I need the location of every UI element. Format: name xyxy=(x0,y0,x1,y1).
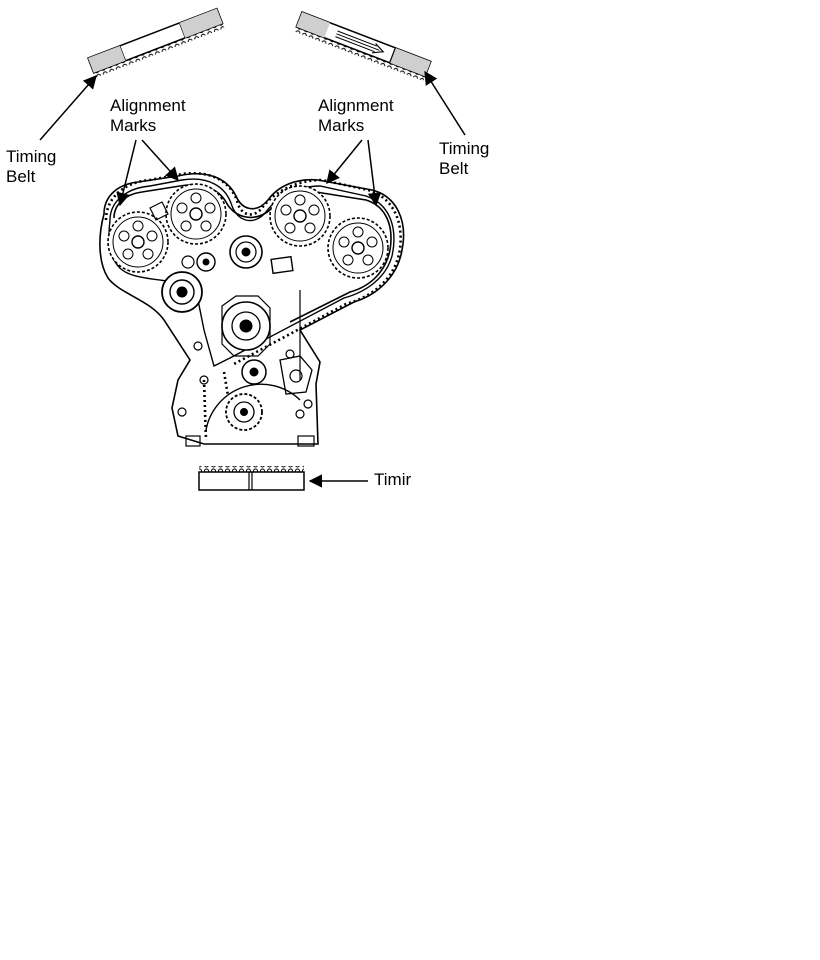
arrow-alignment-right-a xyxy=(326,139,363,185)
crankshaft-sprocket xyxy=(202,371,301,441)
timing-belt-label-right-line2: Belt xyxy=(439,159,469,178)
arrow-timing-belt-left xyxy=(39,74,97,141)
camshaft-sprocket-left-outer xyxy=(107,211,169,273)
timing-belt-label-left-line2: Belt xyxy=(6,167,36,186)
lower-idler-pulley xyxy=(241,355,313,395)
alignment-marks-label-left-line1: Alignment xyxy=(110,96,186,115)
arrow-timing-belt-right xyxy=(424,70,466,136)
camshaft-sprocket-left-inner xyxy=(165,183,227,245)
timing-belt-segment-top-right xyxy=(294,11,432,82)
timing-belt-segment-top-left xyxy=(87,7,225,78)
alignment-marks-label-right-line1: Alignment xyxy=(318,96,394,115)
timing-belt-label-right-line1: Timing xyxy=(439,139,490,158)
timing-belt-loop xyxy=(104,171,402,368)
camshaft-sprocket-right-inner xyxy=(269,185,331,247)
timing-belt-label-left: Timing Belt xyxy=(6,147,56,187)
timing-belt-label-bottom: Timir xyxy=(374,470,412,489)
water-pump xyxy=(221,290,301,380)
timing-belt-label-left-line1: Timing xyxy=(6,147,57,166)
engine-bolts xyxy=(149,201,315,447)
timing-belt-segment-bottom xyxy=(198,466,305,491)
alignment-marks-label-right-line2: Marks xyxy=(318,116,365,135)
alignment-marks-label-left-line2: Marks xyxy=(110,116,157,135)
alignment-marks-label-left: Alignment Marks xyxy=(110,96,186,136)
arrow-alignment-right-b xyxy=(367,139,382,207)
idler-pulley xyxy=(161,252,216,313)
arrow-alignment-left-a xyxy=(116,139,137,207)
arrow-alignment-left-b xyxy=(141,139,179,182)
timing-belt-label-right: Timing Belt xyxy=(439,139,489,179)
belt-tensioner-pulley xyxy=(229,235,294,275)
alignment-marks-label-right: Alignment Marks xyxy=(318,96,394,136)
camshaft-sprocket-right-outer xyxy=(327,217,389,279)
